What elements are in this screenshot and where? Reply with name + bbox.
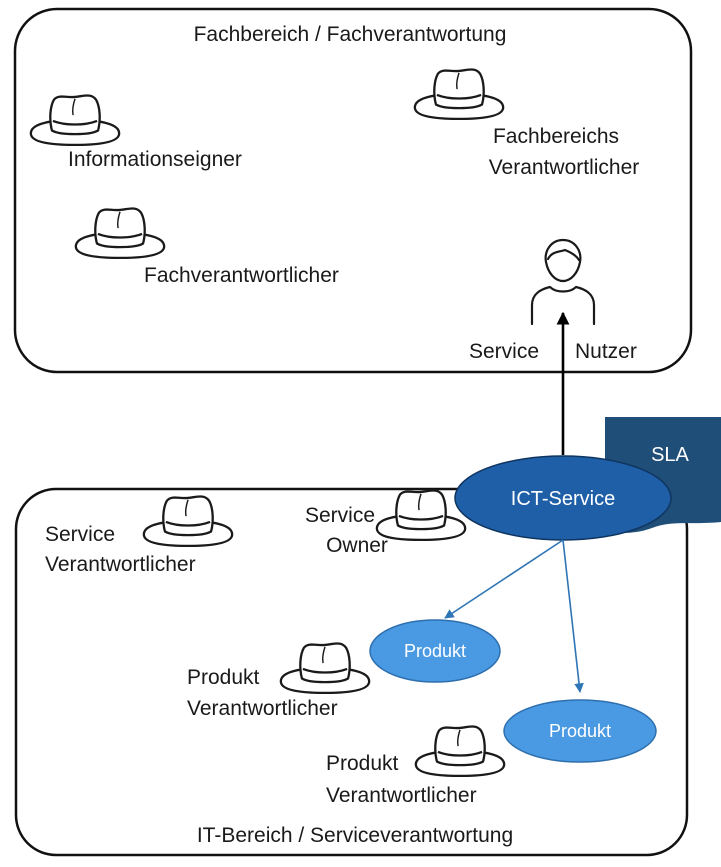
role-label-line1: Produkt	[187, 666, 260, 689]
sla-label: SLA	[651, 444, 689, 466]
role-service-verantwortlicher: Service Verantwortlicher	[45, 495, 234, 576]
fachbereich-box: Fachbereich / Fachverantwortung	[13, 7, 693, 374]
produkt-node-2: Produkt	[503, 699, 657, 763]
role-label-line2: Verantwortlicher	[489, 156, 640, 179]
role-label-line2: Verantwortlicher	[45, 553, 196, 576]
service-nutzer-word2: Nutzer	[575, 340, 637, 363]
ict-service-label: ICT-Service	[511, 488, 615, 510]
it-bereich-title: IT-Bereich / Serviceverantwortung	[197, 824, 513, 847]
role-label-line2: Verantwortlicher	[187, 697, 338, 720]
produkt-node-1: Produkt	[369, 619, 501, 683]
fachbereich-title: Fachbereich / Fachverantwortung	[194, 23, 507, 46]
role-label-line1: Service	[305, 504, 375, 527]
role-label-line1: Produkt	[326, 752, 399, 775]
role-label: Informationseigner	[68, 148, 242, 171]
produkt-label: Produkt	[404, 641, 466, 661]
role-label-line1: Service	[45, 523, 115, 546]
ict-service-node: ICT-Service	[454, 455, 672, 541]
role-label-line2: Verantwortlicher	[326, 784, 477, 807]
role-fachbereichs-verantwortlicher: Fachbereichs Verantwortlicher	[413, 68, 640, 179]
role-service-owner: Service Owner	[305, 489, 467, 557]
role-produkt-verantwortlicher-2: Produkt Verantwortlicher	[326, 725, 506, 807]
role-fachverantwortlicher: Fachverantwortlicher	[74, 207, 339, 287]
role-label-line2: Owner	[326, 534, 388, 557]
arrow-service-to-produkt-2	[562, 539, 584, 693]
role-label: Fachverantwortlicher	[144, 264, 339, 287]
produkt-label: Produkt	[549, 721, 611, 741]
arrow-service-to-produkt-1	[444, 539, 564, 619]
service-nutzer-word1: Service	[469, 340, 539, 363]
role-informationseigner: Informationseigner	[29, 94, 242, 171]
role-produkt-verantwortlicher-1: Produkt Verantwortlicher	[187, 642, 371, 720]
role-label-line1: Fachbereichs	[493, 125, 619, 148]
service-nutzer: Service Nutzer	[469, 238, 637, 363]
person-icon	[530, 238, 596, 326]
